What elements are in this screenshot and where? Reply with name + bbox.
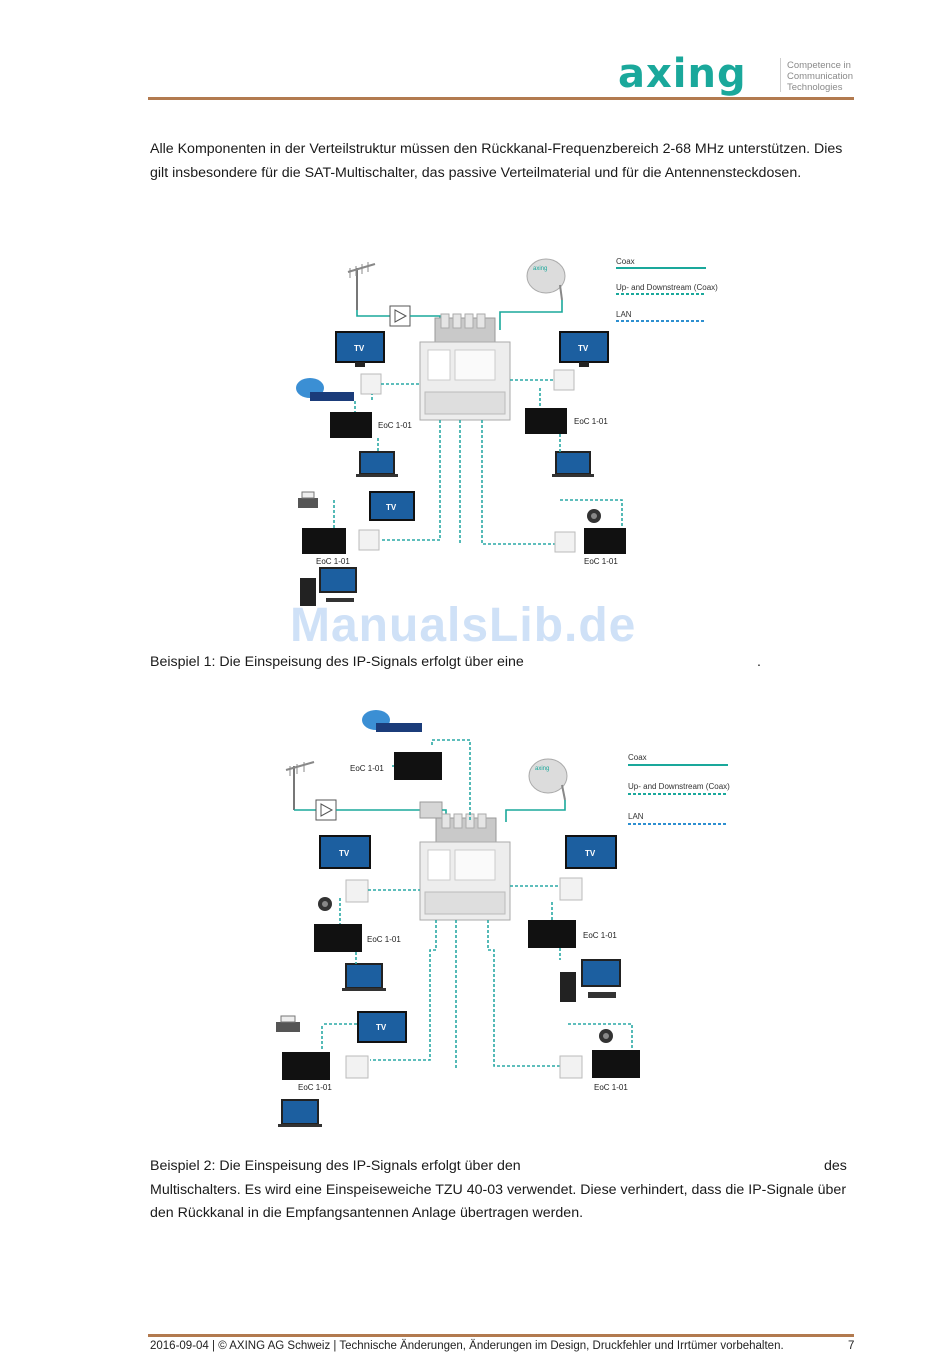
axing-logo: axing <box>618 51 747 97</box>
eoc-label: EoC 1-01 <box>584 557 618 566</box>
eoc-device-icon <box>302 528 346 554</box>
eoc-device-icon <box>394 752 442 780</box>
eoc-device-icon <box>282 1052 330 1080</box>
eoc-device-icon <box>314 924 362 952</box>
desktop-pc-icon <box>300 567 357 606</box>
tv-label: TV <box>339 849 350 858</box>
wall-socket-icon <box>559 1055 583 1079</box>
tv-label: TV <box>578 344 589 353</box>
tagline-line-2: Communication <box>787 71 853 82</box>
caption-2-line-1-start: Beispiel 2: Die Einspeisung des IP-Signa… <box>150 1158 521 1174</box>
laptop-icon <box>552 451 594 477</box>
tv-label: TV <box>386 503 397 512</box>
tv-icon: TV <box>369 491 415 521</box>
caption-2-line-1-end: des <box>824 1158 847 1174</box>
tv-label: TV <box>354 344 365 353</box>
watermark: ManualsLib.de <box>290 599 637 652</box>
terrestrial-antenna-icon <box>285 761 315 810</box>
eoc-label: EoC 1-01 <box>298 1083 332 1092</box>
router-icon <box>296 378 354 401</box>
tv-icon: TV <box>565 835 617 869</box>
legend-updown-label: Up- and Downstream (Coax) <box>616 283 718 292</box>
eoc-label: EoC 1-01 <box>583 931 617 940</box>
eoc-device-icon <box>525 408 567 434</box>
wall-socket-icon <box>559 877 583 901</box>
intro-paragraph: Alle Komponenten in der Verteilstruktur … <box>150 141 843 181</box>
wall-socket-icon <box>345 879 369 903</box>
router-icon <box>362 710 422 732</box>
logo-tagline: Competence in Communication Technologies <box>787 60 853 93</box>
webcam-icon <box>587 509 601 523</box>
satellite-dish-icon: axing <box>528 758 568 801</box>
laptop-icon <box>356 451 398 477</box>
multiswitch-icon <box>419 813 511 921</box>
desktop-pc-icon <box>560 959 621 1002</box>
legend-coax-label: Coax <box>628 753 647 762</box>
tv-label: TV <box>585 849 596 858</box>
injection-filter-icon <box>419 801 443 819</box>
tv-icon: TV <box>357 1011 407 1043</box>
legend-updown-label: Up- and Downstream (Coax) <box>628 782 730 791</box>
eoc-label: EoC 1-01 <box>378 421 412 430</box>
laptop-icon <box>278 1099 322 1127</box>
caption-2-line-3: den Rückkanal in die Empfangsantennen An… <box>150 1205 584 1221</box>
legend-coax-label: Coax <box>616 257 635 266</box>
legend-lan-label: LAN <box>628 812 644 821</box>
tagline-line-1: Competence in <box>787 60 851 71</box>
footer-text: 2016-09-04 | © AXING AG Schweiz | Techni… <box>150 1340 784 1352</box>
printer-icon <box>276 1015 300 1032</box>
eoc-label: EoC 1-01 <box>574 417 608 426</box>
diagram-1: Coax Up- and Downstream (Coax) LAN axing <box>296 257 718 606</box>
caption-1-end: . <box>757 654 761 670</box>
page-number: 7 <box>848 1340 855 1352</box>
multiswitch-icon <box>419 313 511 421</box>
eoc-label: EoC 1-01 <box>367 935 401 944</box>
eoc-device-icon <box>584 528 626 554</box>
printer-icon <box>298 491 318 508</box>
eoc-device-icon <box>592 1050 640 1078</box>
tv-label: TV <box>376 1023 387 1032</box>
terrestrial-antenna-icon <box>347 262 376 310</box>
webcam-icon <box>318 897 332 911</box>
webcam-icon <box>599 1029 613 1043</box>
wall-socket-icon <box>358 529 380 551</box>
eoc-label: EoC 1-01 <box>316 557 350 566</box>
diagram-2: Coax Up- and Downstream (Coax) LAN EoC 1… <box>276 710 730 1127</box>
dish-brand-label: axing <box>535 766 549 772</box>
dish-brand-label: axing <box>533 266 547 272</box>
eoc-device-icon <box>330 412 372 438</box>
wall-socket-icon <box>345 1055 369 1079</box>
header-rule <box>148 97 854 100</box>
wall-socket-icon <box>360 373 382 395</box>
caption-1: Beispiel 1: Die Einspeisung des IP-Signa… <box>150 654 524 670</box>
laptop-icon <box>342 963 386 991</box>
eoc-device-icon <box>528 920 576 948</box>
tv-icon: TV <box>335 331 385 367</box>
caption-2-line-2: Multischalters. Es wird eine Einspeisewe… <box>150 1182 847 1198</box>
logo-separator <box>780 58 781 92</box>
tv-icon: TV <box>559 331 609 367</box>
tv-icon: TV <box>319 835 371 869</box>
tagline-line-3: Technologies <box>787 82 843 93</box>
wall-socket-icon <box>553 369 575 391</box>
satellite-dish-icon: axing <box>526 258 566 301</box>
wall-socket-icon <box>554 531 576 553</box>
eoc-label: EoC 1-01 <box>350 764 384 773</box>
footer-rule <box>148 1334 854 1337</box>
eoc-label: EoC 1-01 <box>594 1083 628 1092</box>
legend-lan-label: LAN <box>616 310 632 319</box>
